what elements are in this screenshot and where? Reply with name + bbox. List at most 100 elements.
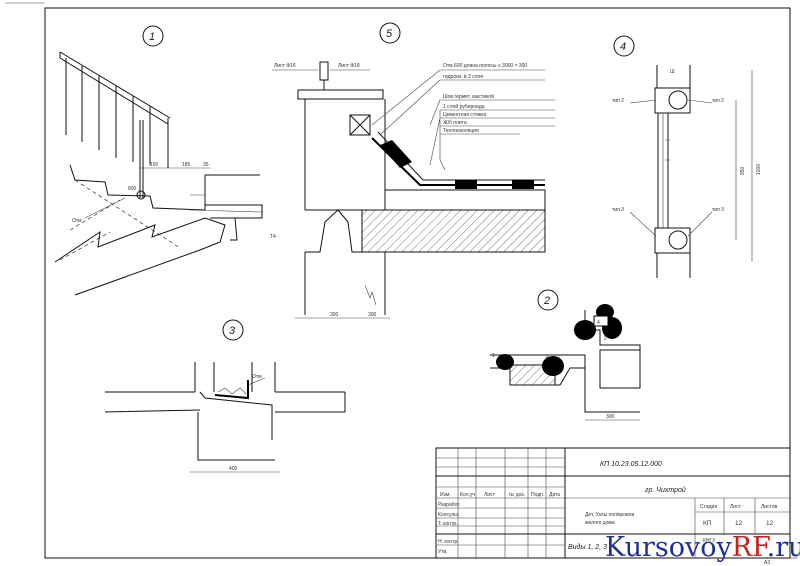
watermark: KursovoyRF.ru bbox=[605, 532, 800, 563]
row-label: Н. контр. bbox=[438, 539, 459, 545]
part-tag: 4 bbox=[597, 320, 600, 326]
leader-label: Цементная стяжка bbox=[443, 112, 487, 118]
leader-line bbox=[371, 69, 446, 171]
description-line: Дет. Узлы пол/кровли bbox=[585, 512, 634, 518]
seal-profile bbox=[214, 380, 249, 400]
break-line bbox=[364, 284, 377, 306]
fixing-detail bbox=[668, 90, 688, 110]
anchor-bolt bbox=[319, 61, 329, 90]
leader-annotations: Отм.600 длина полосы ≤ 3000 × 300 гидрои… bbox=[371, 63, 555, 171]
callout-label: тип 2 bbox=[712, 98, 724, 104]
view-marker-1 bbox=[142, 25, 164, 47]
landing-slab bbox=[205, 174, 263, 241]
callout-label: тип 2 bbox=[612, 98, 624, 104]
sealant-blob bbox=[496, 354, 514, 370]
fixing-detail bbox=[668, 230, 688, 250]
row-label: Консульт. bbox=[438, 512, 460, 518]
view-marker-3-label: 3 bbox=[229, 325, 236, 337]
stair-steps bbox=[69, 164, 206, 211]
view-5-parapet-detail: 5 Лист Ф16 Лист Ф18 300 300 Т4 bbox=[270, 22, 555, 319]
view-4-window-section: 4 Ш тип 2 тип 2 тип 3 тип 3 1000 850 bbox=[612, 35, 762, 278]
stair-railing bbox=[59, 51, 171, 168]
author-label: гр. Чихтрой bbox=[645, 486, 686, 494]
wall-section-bottom bbox=[656, 253, 691, 278]
stage-header: Стадия bbox=[700, 504, 717, 510]
top-label: Лист Ф16 bbox=[274, 63, 296, 69]
seal-fill bbox=[217, 387, 247, 395]
leader-label: Отм.600 длина полосы ≤ 3000 × 300 bbox=[443, 63, 527, 69]
insulation-layer bbox=[384, 189, 546, 211]
format-label: А3 bbox=[764, 560, 770, 566]
col-header: № док. bbox=[509, 492, 525, 498]
wall-section bbox=[599, 349, 641, 389]
view-marker-4-label: 4 bbox=[620, 41, 626, 53]
view-marker-2-label: 2 bbox=[543, 295, 550, 307]
leader-label: Теплоизоляция bbox=[443, 128, 479, 134]
leader-label: Шов гермет. мастикой bbox=[443, 93, 494, 100]
view-marker-4 bbox=[613, 35, 635, 57]
drawing-code: КП 10.23.05.12.000 bbox=[600, 461, 662, 468]
dim-label: 150 bbox=[150, 162, 159, 168]
callout-label: тип 3 bbox=[712, 207, 724, 213]
row-label: Утв. bbox=[438, 549, 448, 555]
dim-label: Ш bbox=[670, 69, 675, 75]
leader-label: гидроиз. в 2 слоя bbox=[443, 74, 483, 80]
view-3-threshold-detail: 3 Отм 400 bbox=[104, 319, 346, 473]
sealant-cross bbox=[349, 114, 371, 136]
part-tag: 5 bbox=[546, 356, 549, 362]
views-label: Виды 1, 2, 3 bbox=[568, 543, 607, 551]
dim-label: 400 bbox=[229, 466, 238, 472]
sheet-value: 12 bbox=[735, 520, 743, 527]
sealant-box bbox=[349, 114, 371, 136]
dim-label: 35 bbox=[203, 162, 209, 168]
view-marker-5 bbox=[379, 22, 401, 44]
org-label: КНГУ bbox=[703, 538, 716, 544]
sheet-frame bbox=[44, 7, 791, 559]
handrail-bracket bbox=[136, 190, 146, 200]
window-sill bbox=[654, 227, 691, 254]
col-header: Лист bbox=[484, 492, 496, 498]
watermark-main: Kursovoy bbox=[605, 532, 732, 563]
floor-left bbox=[104, 391, 201, 413]
leader-line bbox=[247, 377, 266, 386]
sheets-header: Листов bbox=[761, 504, 778, 510]
dim-label: 850 bbox=[740, 166, 746, 175]
stair-soffit bbox=[59, 179, 181, 261]
stair-stringer bbox=[54, 217, 226, 296]
side-tag: Т4 bbox=[270, 234, 276, 240]
dim-label: 1000 bbox=[756, 164, 762, 175]
watermark-suffix: .ru bbox=[767, 532, 800, 563]
view-marker-1-label: 1 bbox=[149, 31, 155, 43]
sealant-blob bbox=[542, 356, 564, 376]
row-label: Разработ. bbox=[438, 502, 460, 508]
watermark-accent: RF bbox=[732, 532, 770, 563]
floor-right bbox=[275, 391, 346, 413]
col-header: Подп. bbox=[531, 492, 544, 498]
gasket bbox=[593, 315, 609, 327]
dim-label: 300 bbox=[330, 312, 339, 318]
view-1-stair-detail: 1 150 185 35 Отм 800 bbox=[54, 25, 263, 296]
stair-newel bbox=[139, 120, 144, 198]
roof-slab bbox=[361, 209, 546, 253]
callout-leader bbox=[629, 99, 713, 237]
dim-label: 300 bbox=[606, 414, 615, 420]
wall-section-top bbox=[656, 65, 691, 88]
glazing-line bbox=[662, 113, 670, 228]
top-label: Лист Ф18 bbox=[338, 63, 360, 69]
view-2-corner-joint: 2 4 1 2 5 300 bbox=[490, 289, 641, 421]
callout-label: тип 3 bbox=[612, 207, 624, 213]
view-marker-3 bbox=[222, 319, 244, 341]
leader-line bbox=[84, 197, 126, 219]
landing-edge bbox=[189, 194, 263, 213]
membrane-block bbox=[455, 180, 477, 189]
part-tag: 2 bbox=[604, 336, 607, 342]
parapet-wall bbox=[304, 99, 386, 211]
stair-handrail bbox=[59, 52, 169, 125]
threshold bbox=[197, 391, 275, 461]
stage-value: КП bbox=[703, 520, 712, 527]
row-label: Т. контр. bbox=[438, 521, 458, 527]
view-marker-5-label: 5 bbox=[386, 28, 393, 40]
membrane-block bbox=[380, 140, 412, 168]
col-header: Дата bbox=[549, 492, 560, 498]
